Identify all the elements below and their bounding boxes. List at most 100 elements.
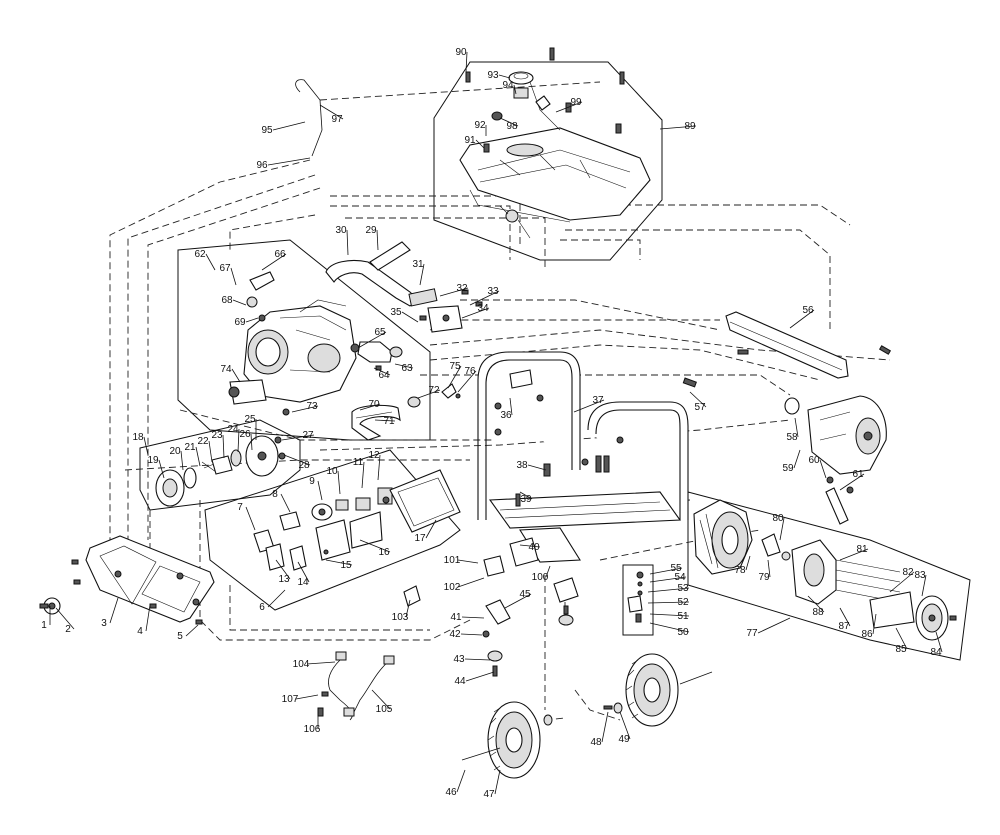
callout-leader-5 — [185, 624, 199, 637]
callout-label-86: 86 — [861, 629, 873, 640]
callout-leader-69 — [245, 317, 259, 323]
callout-leader-14 — [297, 561, 310, 583]
callout-leader-35 — [401, 311, 419, 323]
callout-leader-40 — [519, 544, 541, 548]
muffler — [784, 395, 887, 475]
callout-label-59: 59 — [782, 463, 794, 474]
callout-label-32: 32 — [456, 283, 468, 294]
callout-leader-88 — [807, 595, 825, 613]
callout-leader-54 — [649, 576, 687, 583]
callout-label-85: 85 — [895, 644, 907, 655]
callout-leader-104 — [306, 661, 336, 665]
panel-screws — [71, 559, 203, 625]
callout-leader-98 — [499, 117, 519, 127]
control-panel-parts — [253, 487, 393, 571]
callout-label-41: 41 — [450, 612, 462, 623]
callout-label-64: 64 — [378, 370, 390, 381]
callout-leader-77 — [757, 617, 791, 634]
exhaust-pipe — [325, 241, 483, 333]
fuel-tank-group-box — [433, 61, 663, 261]
callout-label-55: 55 — [670, 563, 682, 574]
callout-leader-62 — [205, 253, 216, 271]
callout-leader-102 — [457, 577, 485, 588]
terminal-parts — [627, 571, 644, 623]
callout-label-92: 92 — [474, 120, 486, 131]
callout-label-78: 78 — [734, 565, 746, 576]
callout-leader-26 — [250, 433, 253, 451]
front-knob — [39, 597, 61, 615]
callout-leader-16 — [359, 539, 391, 553]
callout-leader-42 — [460, 633, 483, 636]
handle-bar — [682, 311, 892, 388]
callout-label-53: 53 — [677, 583, 689, 594]
callout-leader-29 — [376, 229, 379, 251]
callout-leader-94 — [513, 84, 517, 95]
callout-label-7: 7 — [237, 502, 243, 513]
callout-label-77: 77 — [746, 628, 758, 639]
callout-label-21: 21 — [184, 442, 196, 453]
callout-leader-93 — [498, 74, 511, 79]
callout-label-46: 46 — [445, 787, 457, 798]
callout-leader-39 — [519, 491, 533, 500]
callout-leader-99 — [555, 101, 583, 113]
callout-label-8: 8 — [272, 489, 278, 500]
wheel-left — [461, 701, 553, 779]
callout-leader-78 — [745, 555, 751, 571]
callout-label-58: 58 — [786, 432, 798, 443]
callout-label-10: 10 — [326, 466, 338, 477]
callout-leader-57 — [689, 391, 707, 408]
callout-leader-53 — [647, 587, 690, 593]
callout-label-50: 50 — [677, 627, 689, 638]
callout-label-91: 91 — [464, 135, 476, 146]
callout-label-76: 76 — [464, 366, 476, 377]
callout-label-16: 16 — [378, 547, 390, 558]
callout-label-68: 68 — [221, 295, 233, 306]
fuel-tank — [459, 127, 651, 223]
callout-label-27: 27 — [302, 430, 314, 441]
callout-leader-59 — [793, 449, 801, 469]
callout-label-94: 94 — [502, 80, 514, 91]
callout-label-69: 69 — [234, 317, 246, 328]
callout-label-31: 31 — [412, 259, 424, 270]
callout-label-20: 20 — [169, 446, 181, 457]
callout-leader-80 — [779, 517, 785, 541]
callout-leader-17 — [425, 519, 437, 539]
callout-leader-47 — [494, 769, 501, 795]
callout-label-40: 40 — [528, 542, 540, 553]
callout-label-38: 38 — [516, 460, 528, 471]
callout-label-61: 61 — [852, 469, 864, 480]
callout-label-75: 75 — [449, 361, 461, 372]
callout-leader-4 — [145, 604, 151, 632]
callout-leader-10 — [337, 470, 341, 495]
callout-leader-66 — [261, 253, 287, 271]
callout-leader-44 — [465, 671, 495, 682]
callout-label-23: 23 — [211, 430, 223, 441]
callout-leader-74 — [231, 368, 241, 383]
callout-label-93: 93 — [487, 70, 499, 81]
carburetor-parts — [350, 341, 403, 371]
callout-label-43: 43 — [453, 654, 465, 665]
callout-leader-87 — [839, 607, 851, 627]
callout-leader-31 — [419, 263, 425, 286]
fuel-valve — [499, 205, 531, 239]
callout-label-72: 72 — [428, 385, 440, 396]
callout-label-104: 104 — [293, 659, 310, 670]
callout-label-101: 101 — [444, 555, 461, 566]
alternator-group-box — [687, 491, 971, 661]
callout-label-36: 36 — [500, 410, 512, 421]
callout-label-54: 54 — [674, 572, 686, 583]
callout-leader-83 — [921, 574, 927, 597]
callout-leader-46 — [456, 769, 466, 793]
callout-label-15: 15 — [340, 560, 352, 571]
callout-leader-56 — [789, 309, 815, 329]
callout-leader-67 — [230, 267, 237, 286]
callout-leader-73 — [291, 405, 319, 413]
callout-label-99: 99 — [570, 97, 582, 108]
spark-arrestor — [407, 383, 461, 408]
callout-label-42: 42 — [449, 629, 461, 640]
callout-leader-91 — [475, 139, 485, 149]
callout-leader-105 — [371, 689, 391, 710]
fuel-line — [295, 79, 323, 157]
callout-label-79: 79 — [758, 572, 770, 583]
callout-label-66: 66 — [274, 249, 286, 260]
